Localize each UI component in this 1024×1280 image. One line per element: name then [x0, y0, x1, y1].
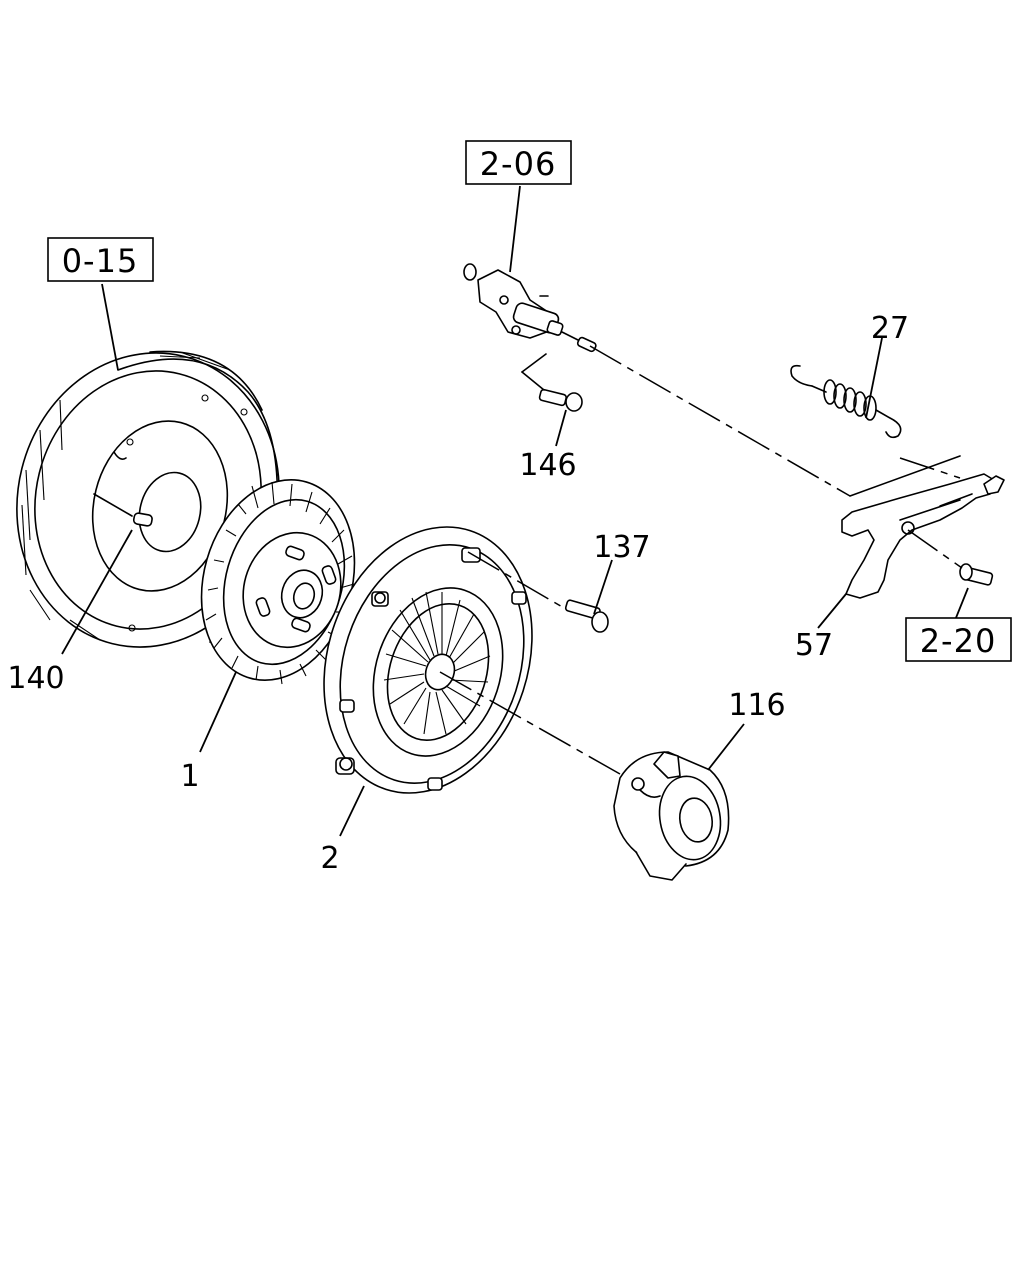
pilot-pin	[93, 493, 153, 527]
callout-clutch-disc: 1	[180, 759, 199, 794]
reference-box-flywheel: 0-15	[47, 237, 154, 282]
callout-cylinder-bolt: 146	[519, 448, 576, 483]
release-bearing	[613, 751, 730, 881]
callout-release-bearing: 116	[728, 688, 785, 723]
reference-label-fork-pivot: 2-20	[920, 622, 997, 660]
callout-cover-bolt: 137	[593, 530, 650, 565]
slave-cylinder	[463, 263, 597, 353]
reference-label-slave-cylinder: 2-06	[480, 145, 557, 183]
clutch-disc	[200, 479, 356, 685]
release-fork	[841, 473, 1005, 599]
cylinder-bolt	[521, 295, 583, 412]
pressure-plate	[323, 526, 533, 794]
reference-label-flywheel: 0-15	[62, 242, 139, 280]
fork-pivot	[959, 563, 994, 586]
reference-box-fork-pivot: 2-20	[905, 617, 1012, 662]
callout-pilot-pin: 140	[7, 661, 64, 696]
return-spring	[790, 364, 902, 439]
callout-return-spring: 27	[871, 311, 909, 346]
callout-pressure-plate: 2	[320, 841, 339, 876]
assembly-center-lines	[439, 345, 963, 775]
leader-lines	[61, 185, 969, 837]
reference-box-slave-cylinder: 2-06	[465, 140, 572, 185]
callout-release-fork: 57	[795, 628, 833, 663]
cover-bolt	[564, 599, 609, 633]
